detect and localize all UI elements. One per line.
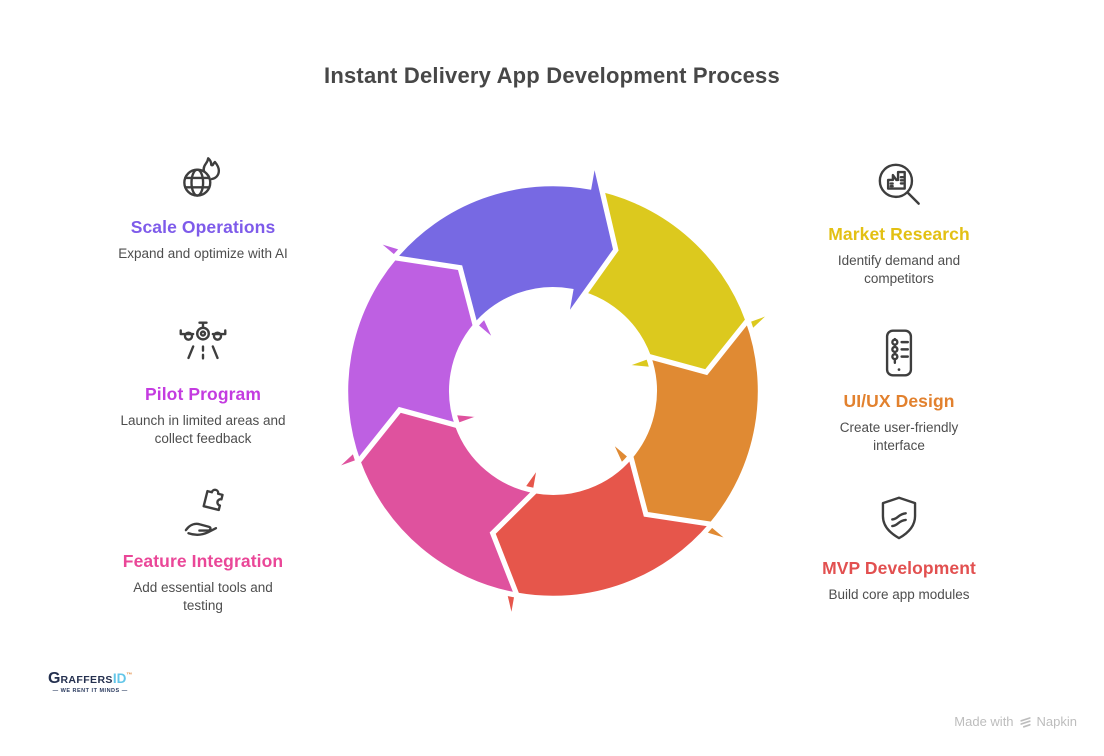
step-icon-wrap bbox=[93, 484, 313, 542]
step-icon-wrap bbox=[789, 491, 1009, 549]
napkin-logo-icon bbox=[1019, 716, 1031, 728]
step-market-research: Market Research Identify demand and comp… bbox=[789, 157, 1009, 288]
step-icon-wrap bbox=[789, 157, 1009, 215]
step-description: Launch in limited areas and collect feed… bbox=[120, 413, 286, 447]
logo-text-raffers: RAFFERS bbox=[60, 674, 113, 686]
trademark-symbol: ™ bbox=[126, 672, 133, 679]
hand-puzzle-icon bbox=[184, 488, 224, 536]
airplane-icon bbox=[179, 321, 227, 360]
logo-tagline: — WE RENT IT MINDS — bbox=[52, 688, 128, 694]
page-title: Instant Delivery App Development Process bbox=[324, 63, 780, 88]
step-description: Identify demand and competitors bbox=[837, 253, 961, 287]
process-cycle-diagram bbox=[328, 156, 778, 626]
graffersid-logo: GRAFFERSID™ — WE RENT IT MINDS — bbox=[48, 671, 132, 695]
step-scale-operations: Scale Operations Expand and optimize wit… bbox=[93, 150, 313, 263]
step-mvp-development: MVP Development Build core app modules bbox=[789, 491, 1009, 604]
step-description: Expand and optimize with AI bbox=[118, 246, 288, 261]
globe-flame-icon bbox=[183, 157, 221, 197]
made-with-napkin-credit: Made with Napkin bbox=[954, 714, 1077, 729]
step-heading: UI/UX Design bbox=[843, 391, 955, 411]
logo-letter-g: G bbox=[48, 670, 61, 687]
step-uiux-design: UI/UX Design Create user-friendly interf… bbox=[789, 324, 1009, 455]
step-heading: Feature Integration bbox=[122, 551, 284, 571]
logo-text-id: ID bbox=[112, 671, 127, 686]
step-pilot-program: Pilot Program Launch in limited areas an… bbox=[93, 317, 313, 448]
phone-sliders-icon bbox=[885, 329, 913, 377]
step-heading: Market Research bbox=[828, 224, 970, 244]
credit-text: Made with bbox=[954, 714, 1014, 729]
step-feature-integration: Feature Integration Add essential tools … bbox=[93, 484, 313, 615]
step-description: Create user-friendly interface bbox=[839, 420, 959, 454]
step-heading: MVP Development bbox=[822, 558, 976, 578]
step-icon-wrap bbox=[789, 324, 1009, 382]
step-heading: Scale Operations bbox=[130, 217, 276, 237]
step-description: Add essential tools and testing bbox=[133, 580, 273, 614]
magnifier-building-icon bbox=[878, 163, 920, 205]
step-icon-wrap bbox=[93, 317, 313, 375]
credit-brand: Napkin bbox=[1036, 714, 1077, 729]
cycle-arrow-scale-operations bbox=[389, 156, 619, 332]
step-heading: Pilot Program bbox=[144, 384, 262, 404]
graffersid-logo-wordmark: GRAFFERSID™ bbox=[48, 671, 132, 687]
step-description: Build core app modules bbox=[828, 587, 970, 602]
step-icon-wrap bbox=[93, 150, 313, 208]
shield-code-icon bbox=[881, 496, 917, 540]
